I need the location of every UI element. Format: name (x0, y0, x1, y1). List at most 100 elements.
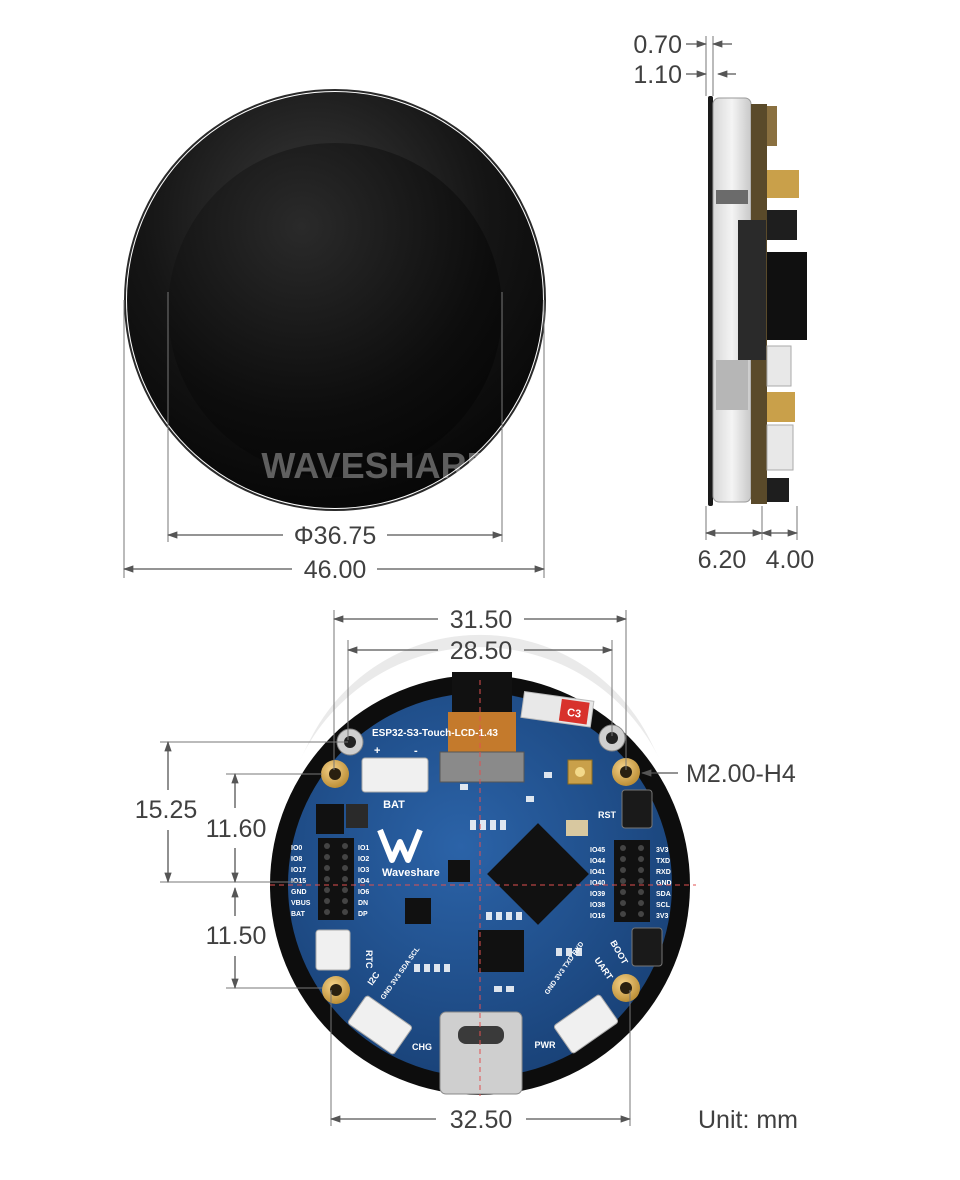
watermark-text: WAVESHARE (261, 445, 490, 486)
bat-minus: - (414, 745, 418, 757)
bat-plus: + (374, 745, 380, 757)
rh-5: IO38 (590, 902, 605, 909)
side-usb-block (767, 252, 807, 340)
side-part-3 (767, 478, 789, 502)
rh-0: IO45 (590, 847, 605, 854)
smd-parts (414, 772, 582, 992)
side-connector-4 (766, 424, 794, 471)
waveshare-logo-icon (377, 828, 423, 863)
left-header (318, 838, 354, 920)
side-glass (708, 96, 713, 506)
rh2-6: 3V3 (656, 913, 669, 920)
lh2-5: DN (358, 900, 368, 907)
antenna-center (575, 767, 585, 777)
lh2-3: IO4 (358, 878, 369, 885)
chip-c (448, 860, 470, 882)
lh2-6: DP (358, 911, 368, 918)
side-part-2 (767, 210, 797, 240)
rh2-1: TXD (656, 858, 670, 865)
front-view: WAVESHARE Φ36.75 46.00 (122, 89, 546, 584)
lh-2: IO17 (291, 867, 306, 874)
back-view: C3 ESP32-S3-Touch-LCD-1.43 BAT + - Waves… (135, 606, 796, 1134)
board-title: ESP32-S3-Touch-LCD-1.43 (372, 728, 498, 739)
unit-label: Unit: mm (698, 1106, 798, 1134)
brass-insert-br (612, 974, 640, 1002)
side-connector-1 (767, 170, 799, 198)
side-lens-window (716, 360, 748, 410)
rtc-connector (315, 929, 351, 971)
fpc-socket (439, 751, 525, 783)
bat-label: BAT (383, 799, 405, 811)
side-part-1 (767, 106, 777, 146)
lh2-1: IO2 (358, 856, 369, 863)
display-diameter-label: Φ36.75 (294, 522, 377, 550)
side-lens-band (716, 190, 748, 204)
rtc-label: RTC (364, 950, 374, 969)
side-battery-slot (738, 220, 766, 360)
front-bezel-edge (124, 89, 546, 511)
crystal (566, 820, 588, 836)
lh-0: IO0 (291, 845, 302, 852)
lh-5: VBUS (291, 900, 311, 907)
glass-thickness-label: 0.70 (633, 31, 682, 59)
rh-1: IO44 (590, 858, 605, 865)
back-rim-highlight (300, 634, 660, 760)
uart-connector (553, 994, 619, 1054)
lh2-4: IO6 (358, 889, 369, 896)
brand-label: Waveshare (382, 867, 440, 879)
outer-diameter-label: 46.00 (304, 556, 367, 584)
rh2-4: SDA (656, 891, 671, 898)
lh-6: BAT (291, 911, 306, 918)
c3-sticker: C3 (520, 690, 595, 728)
rh2-5: SCL (656, 902, 671, 909)
chip-a (316, 804, 344, 834)
rst-label: RST (598, 810, 617, 820)
lh-4: GND (291, 889, 307, 896)
side-connector-2 (766, 345, 792, 387)
flex-connector (448, 712, 516, 752)
lh-1: IO8 (291, 856, 302, 863)
front-display (168, 143, 502, 477)
body-depth-label: 6.20 (698, 546, 747, 574)
mid-lower-height-label: 11.50 (206, 922, 267, 950)
i2c-connector (347, 995, 413, 1055)
rh-6: IO16 (590, 913, 605, 920)
side-view: 0.70 1.10 6.20 4.00 (633, 31, 814, 574)
panel-thickness-label: 1.10 (633, 61, 682, 89)
bat-connector (361, 757, 429, 793)
rh2-3: GND (656, 880, 672, 887)
rh2-2: RXD (656, 869, 671, 876)
side-connector-3 (767, 392, 795, 422)
mount-hole-tl (344, 736, 356, 748)
rh-4: IO39 (590, 891, 605, 898)
flex-cable (452, 672, 512, 712)
lh2-0: IO1 (358, 845, 369, 852)
screw-spec-label: M2.00-H4 (686, 760, 796, 788)
right-header (614, 840, 650, 922)
rh2-0: 3V3 (656, 847, 669, 854)
mount-hole-tr (606, 732, 618, 744)
brass-insert-bl (322, 976, 350, 1004)
usb-c-shell (439, 1011, 523, 1095)
upper-height-label: 15.25 (135, 796, 198, 824)
usb-c-port (458, 1026, 504, 1044)
chip-b (346, 804, 368, 828)
rst-button (621, 789, 653, 829)
rh-3: IO40 (590, 880, 605, 887)
brass-insert-tr (612, 758, 640, 786)
rh-2: IO41 (590, 869, 605, 876)
mid-upper-height-label: 11.60 (206, 815, 267, 843)
lh2-2: IO3 (358, 867, 369, 874)
boot-button (631, 927, 663, 967)
span-inner-label: 28.50 (450, 637, 513, 665)
brass-insert-tl (321, 760, 349, 788)
chg-label: CHG (412, 1042, 432, 1052)
chip-d (405, 898, 431, 924)
chip-e (478, 930, 524, 972)
bottom-span-label: 32.50 (450, 1106, 513, 1134)
c3-label: C3 (566, 707, 582, 721)
pwr-label: PWR (535, 1040, 556, 1050)
board-depth-label: 4.00 (766, 546, 815, 574)
